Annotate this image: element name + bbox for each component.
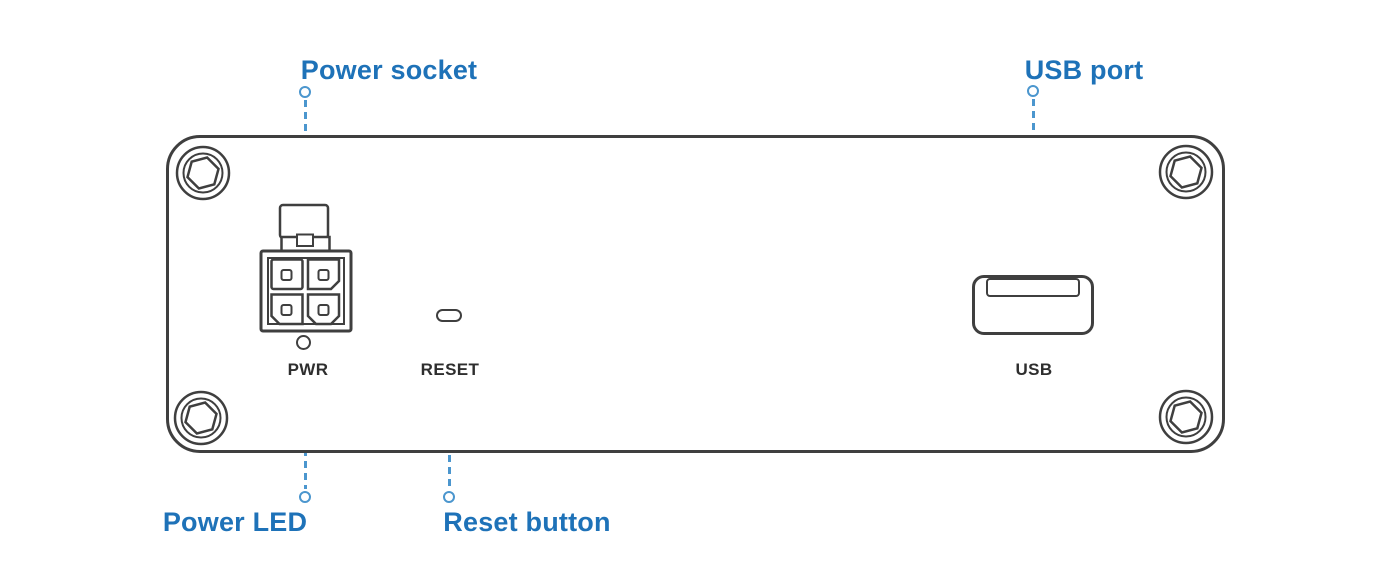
screw-top-left-icon bbox=[173, 143, 233, 203]
screw-top-right-icon bbox=[1156, 142, 1216, 202]
power-socket-connector bbox=[255, 200, 355, 345]
panel-label-pwr: PWR bbox=[287, 360, 329, 379]
panel-label-usb: USB bbox=[1015, 360, 1053, 379]
leader-endpoint-power-led bbox=[298, 490, 311, 503]
leader-endpoint-power-socket bbox=[298, 85, 311, 98]
panel-label-reset: RESET bbox=[420, 360, 480, 379]
leader-endpoint-usb-port bbox=[1026, 84, 1039, 97]
screw-bottom-left-icon bbox=[171, 388, 231, 448]
reset-button-hole bbox=[436, 309, 462, 322]
screw-bottom-right-icon bbox=[1156, 387, 1216, 447]
callout-usb-port: USB port bbox=[1024, 55, 1144, 85]
leader-endpoint-reset-button bbox=[442, 490, 455, 503]
power-led-indicator bbox=[296, 335, 311, 350]
callout-reset-button: Reset button bbox=[443, 507, 611, 537]
callout-power-socket: Power socket bbox=[300, 55, 478, 85]
callout-power-led: Power LED bbox=[162, 507, 308, 537]
usb-port-tongue bbox=[986, 278, 1080, 297]
